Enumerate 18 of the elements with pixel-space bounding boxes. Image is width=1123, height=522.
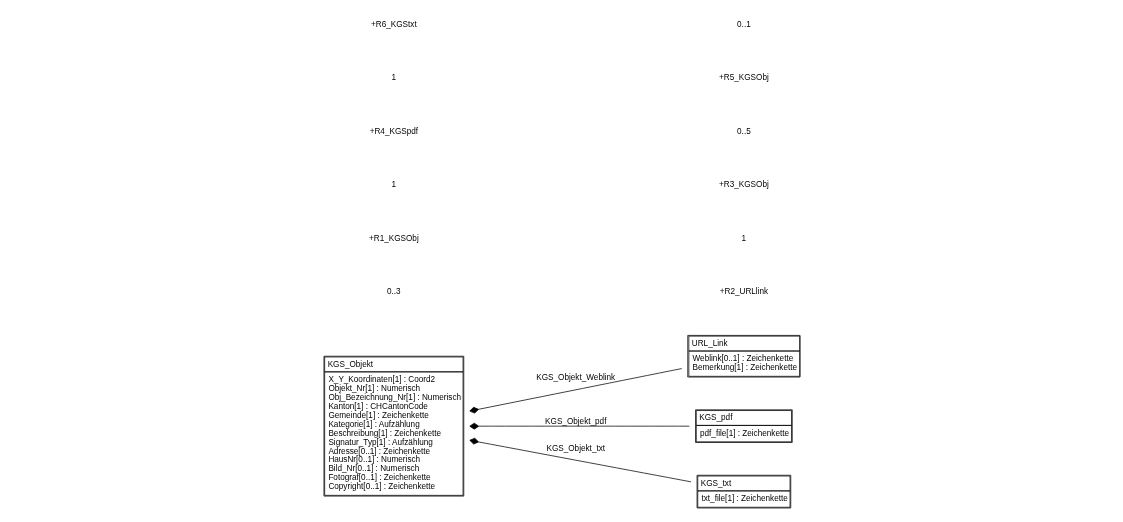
connector <box>468 368 682 414</box>
edge-label: KGS_Objekt_pdf <box>544 416 606 426</box>
label: 0..1 <box>736 19 751 29</box>
label: +R6_KGStxt <box>370 19 417 29</box>
label: +R2_URLlink <box>719 287 768 297</box>
label: 1 <box>391 180 396 190</box>
label: 1 <box>391 73 396 83</box>
label: 1 <box>741 233 746 243</box>
connector <box>468 437 691 483</box>
label: +R1_KGSObj <box>368 233 419 243</box>
edge-label: KGS_Objekt_txt <box>545 443 605 453</box>
edge-label: KGS_Objekt_Weblink <box>535 372 615 382</box>
label: +R3_KGSObj <box>718 180 769 190</box>
label: 0..5 <box>736 126 751 136</box>
label: 0..3 <box>386 287 401 297</box>
label: +R4_KGSpdf <box>369 126 418 136</box>
connector <box>468 422 690 430</box>
label: +R5_KGSObj <box>718 73 769 83</box>
